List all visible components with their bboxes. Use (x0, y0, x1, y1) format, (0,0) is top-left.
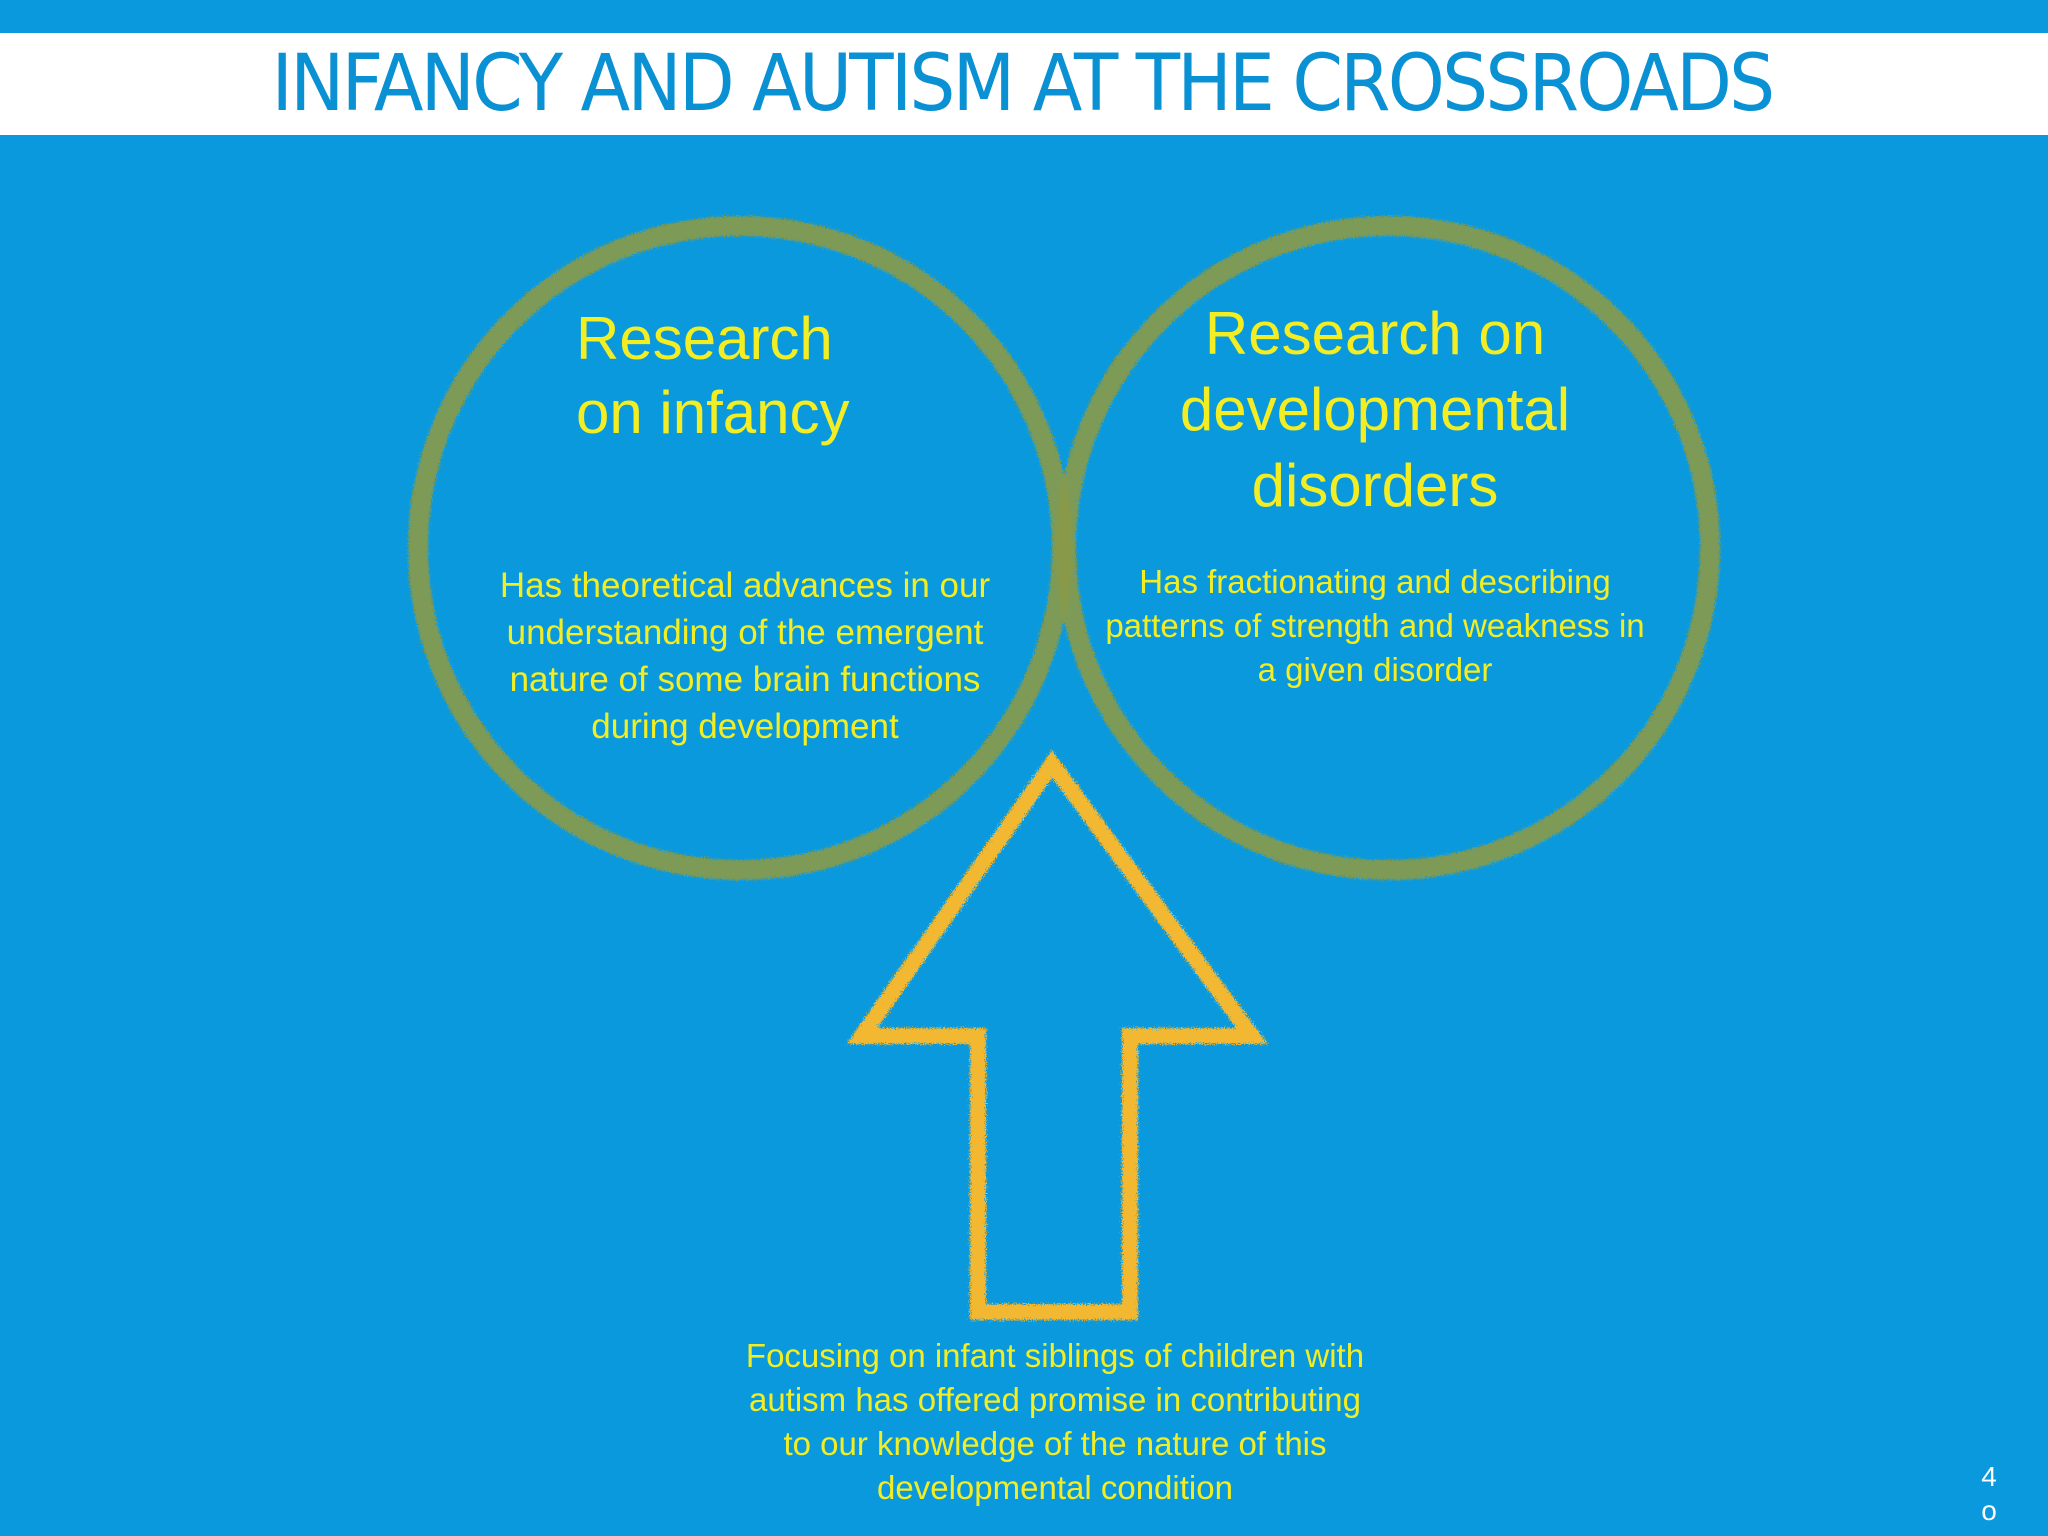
up-arrow (846, 750, 1268, 1320)
right-circle-heading: Research on developmental disorders (1179, 300, 1571, 519)
right-circle (1056, 216, 1720, 880)
left-circle-heading: Research on infancy (576, 305, 850, 446)
left-circle-body: Has theoretical advances in our understa… (499, 566, 991, 746)
page-number: 4 o (1981, 1461, 1997, 1526)
title-bar: INFANCY AND AUTISM AT THE CROSSROADS (0, 33, 2048, 135)
arrow-caption: Focusing on infant siblings of children … (745, 1337, 1365, 1506)
slide-title: INFANCY AND AUTISM AT THE CROSSROADS (271, 39, 1776, 129)
right-circle-body: Has fractionating and describing pattern… (1105, 563, 1645, 688)
